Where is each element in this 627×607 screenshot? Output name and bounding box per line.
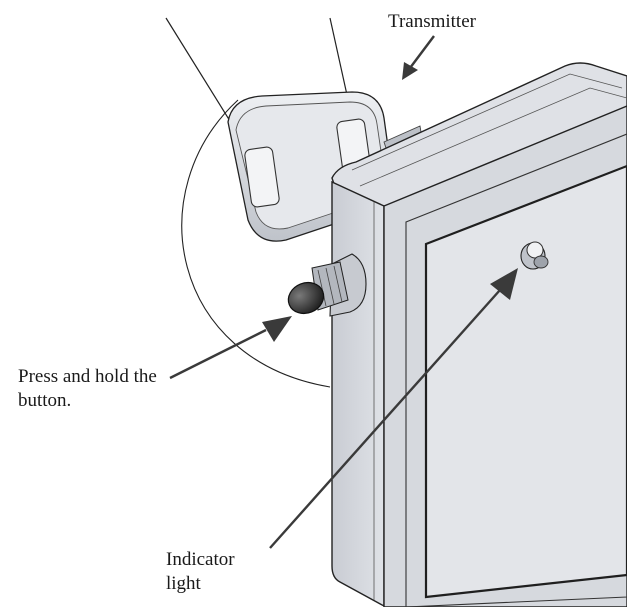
arrow-transmitter	[410, 36, 434, 68]
press-label-line-1: Press and hold the	[18, 365, 157, 389]
arrow-button	[170, 330, 266, 378]
indicator-light-label: Indicator light	[166, 548, 235, 596]
indicator-label-line-2: light	[166, 572, 235, 596]
press-label-line-2: button.	[18, 389, 157, 413]
transmitter-label: Transmitter	[388, 10, 476, 34]
push-button	[284, 254, 366, 319]
indicator-label-line-1: Indicator	[166, 548, 235, 572]
press-and-hold-label: Press and hold the button.	[18, 365, 157, 413]
